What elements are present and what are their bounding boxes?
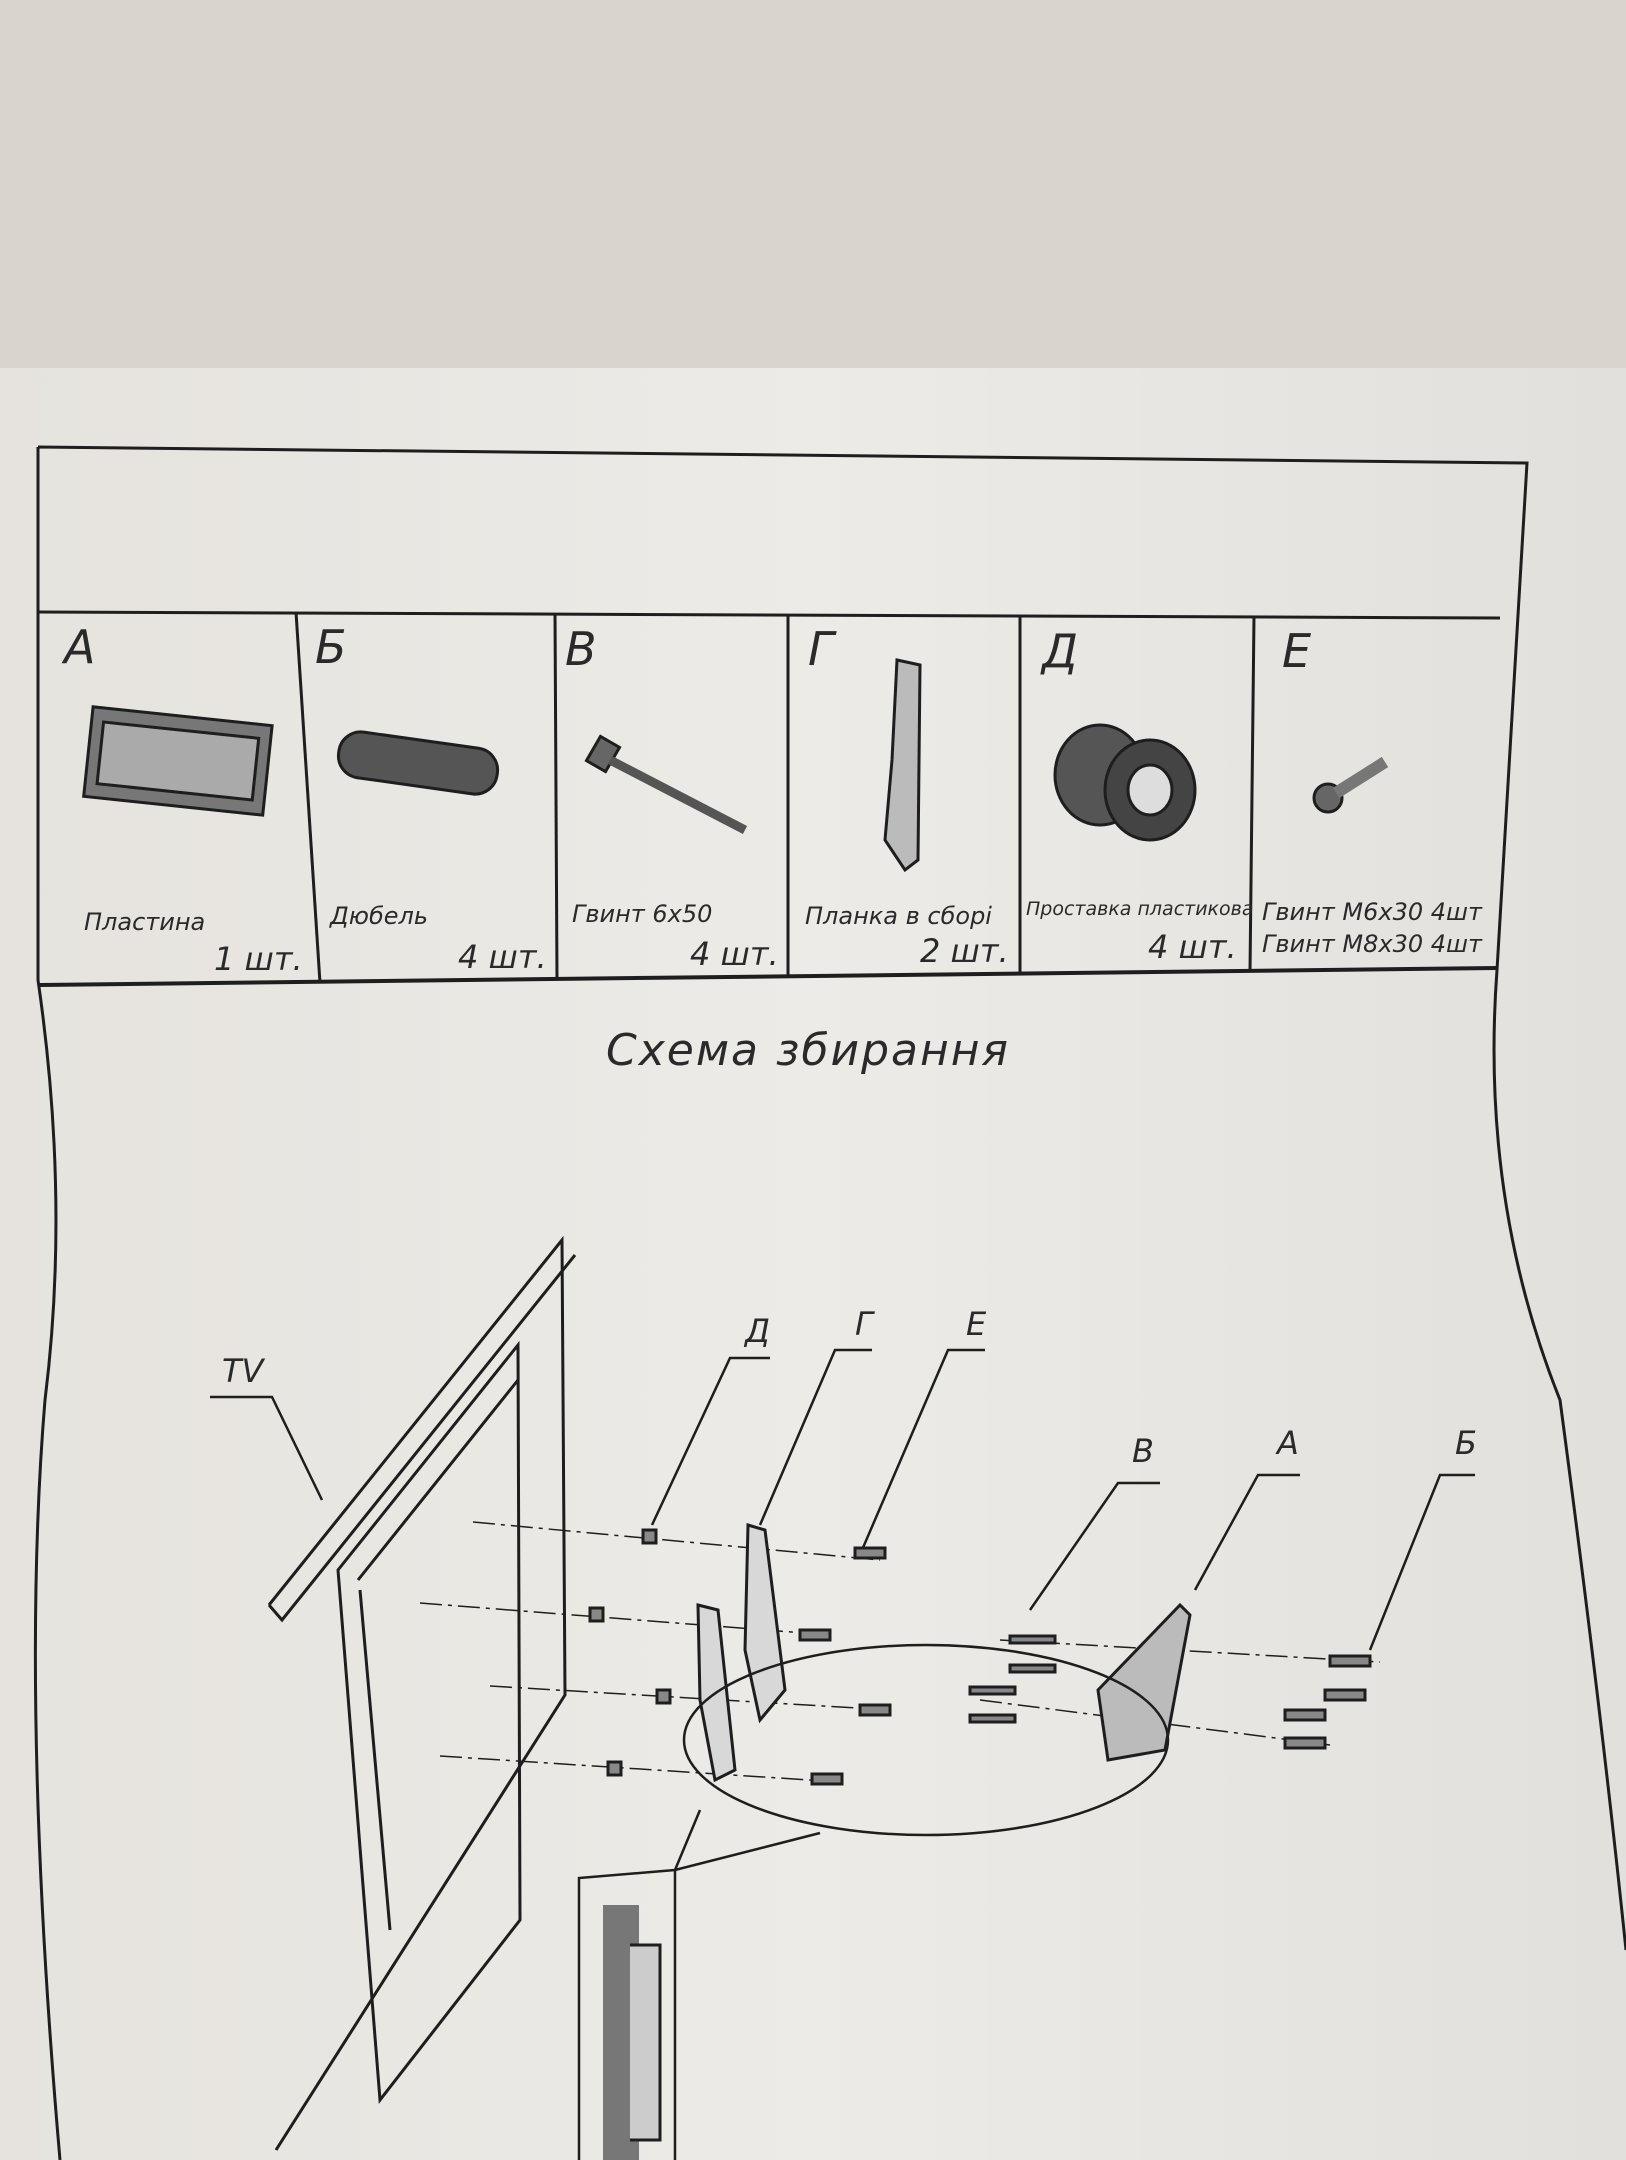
part-a-name: Пластина — [84, 908, 206, 936]
part-e-qty: 4 шт. — [1148, 928, 1237, 966]
part-e-letter: Д — [1042, 624, 1078, 678]
part-b-name: Дюбель — [330, 902, 429, 930]
screw-icon — [584, 734, 748, 834]
label-g: Г — [855, 1305, 873, 1343]
label-v: В — [1132, 1432, 1154, 1470]
part-b-qty: 4 шт. — [458, 938, 547, 976]
brackets — [696, 1523, 1192, 1783]
dowel-icon — [336, 730, 500, 796]
part-a-qty: 1 шт. — [214, 940, 303, 978]
part-a-letter: А — [64, 620, 96, 674]
leader-lines — [210, 1348, 1475, 1651]
part-d-qty: 2 шт. — [920, 932, 1009, 970]
detail-ellipse — [682, 1643, 1170, 1837]
detail-callout — [577, 1809, 821, 2160]
fasteners — [588, 1528, 1372, 1786]
label-tv: TV — [222, 1352, 264, 1390]
part-c-name: Гвинт 6х50 — [572, 900, 713, 928]
parts-bottom — [39, 966, 1498, 987]
bracket-icon — [883, 658, 922, 873]
tv-panel — [267, 1235, 577, 2151]
part-c-qty: 4 шт. — [690, 935, 779, 973]
label-b: Б — [1455, 1424, 1477, 1462]
part-f-qty: Гвинт М8х30 4шт — [1262, 930, 1482, 958]
frame-outline — [33, 445, 1626, 2160]
part-b-letter: Б — [315, 620, 347, 674]
part-e-name: Проставка пластикова — [1026, 898, 1254, 920]
bolt-icon — [1312, 756, 1389, 814]
part-c-letter: В — [565, 622, 597, 676]
label-e: Е — [966, 1305, 987, 1343]
label-d: Д — [745, 1312, 770, 1350]
diagram-title: Схема збирання — [606, 1025, 1010, 1076]
spacer-icon — [1053, 723, 1197, 842]
part-d-name: Планка в сборі — [805, 902, 992, 930]
plate-icon — [82, 705, 274, 817]
instruction-sheet — [0, 368, 1626, 2160]
part-d-letter: Г — [808, 622, 834, 676]
label-a: А — [1277, 1424, 1299, 1462]
header-divider — [37, 610, 1501, 620]
part-f-letter: Е — [1282, 624, 1312, 678]
part-f-name: Гвинт М6х30 4шт — [1262, 898, 1482, 926]
